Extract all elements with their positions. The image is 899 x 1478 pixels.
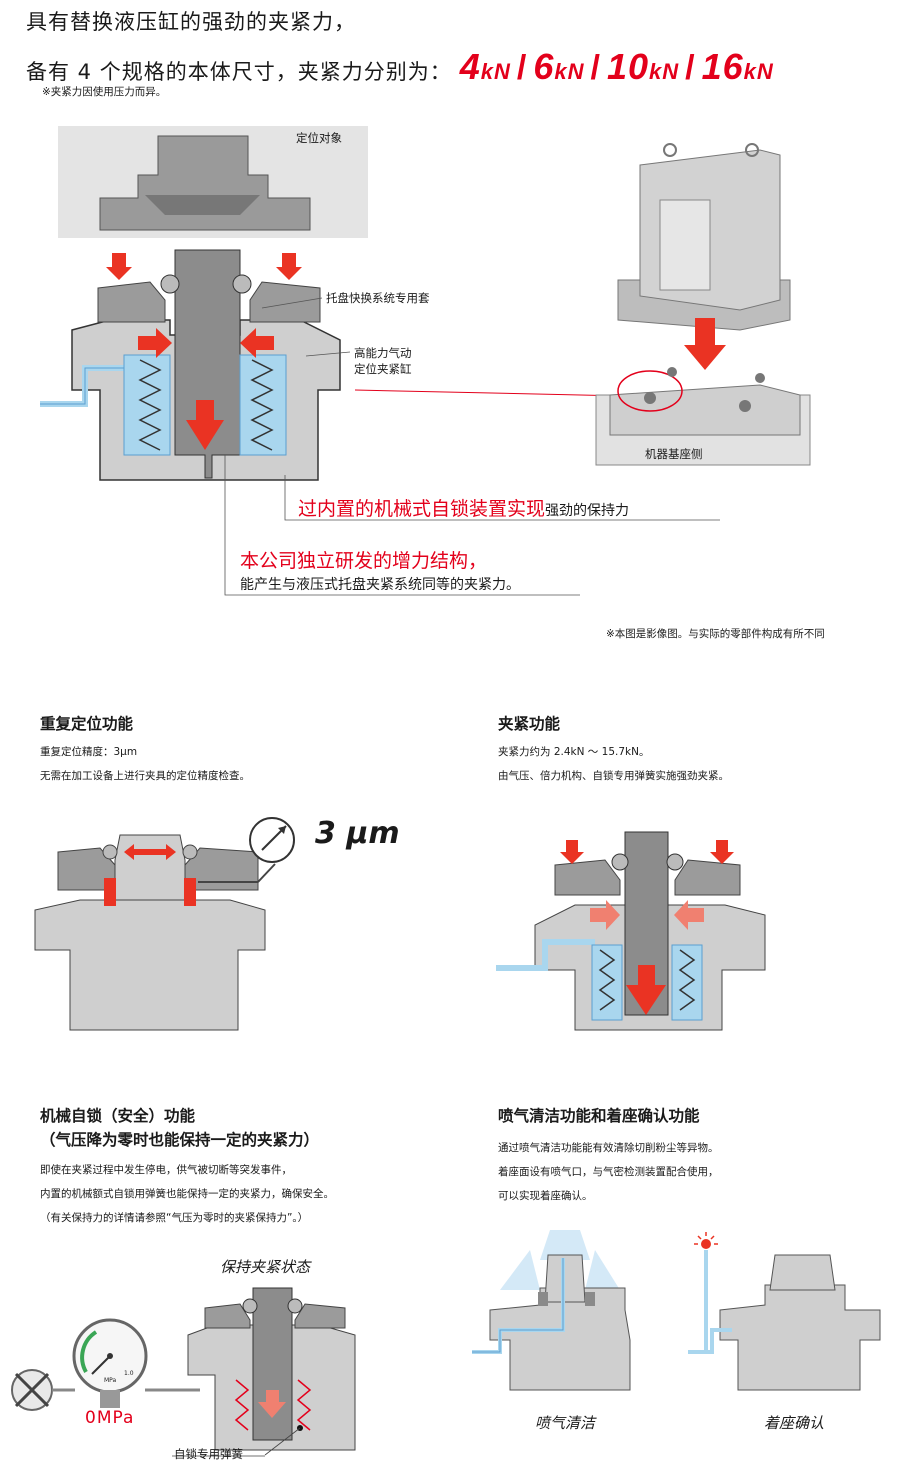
clamp-body-line-1: 夹紧力约为 2.4kN ～ 15.7kN。 xyxy=(498,746,650,758)
air-blow-diagram xyxy=(472,1230,631,1391)
callout-1: 过内置的机械式自锁装置实现强劲的保持力 xyxy=(298,494,629,521)
pallet-sleeve-left xyxy=(97,281,166,323)
seating-confirm-diagram xyxy=(688,1232,881,1391)
target-taper xyxy=(145,195,260,215)
blow-body: 通过喷气清洁功能能有效清除切削粉尘等异物。 着座面设有喷气口，与气密检测装置配合… xyxy=(498,1136,719,1208)
inward-arrow-right xyxy=(240,328,274,358)
force-separator: / xyxy=(516,49,528,87)
spring-label: 自锁专用弹簧 xyxy=(174,1447,243,1461)
lock-title-2: （气压降为零时也能保持一定的夹紧力） xyxy=(40,1131,320,1149)
clamp-title: 夹紧功能 xyxy=(498,715,561,733)
clamp-air-passage xyxy=(496,939,595,971)
clamp-down-arrow xyxy=(186,400,224,450)
lift-eye-left xyxy=(663,143,677,157)
headline-line-2: 备有 4 个规格的本体尺寸，夹紧力分别为： 4kN/6kN/10kN/16kN xyxy=(26,46,774,88)
down-arrow-right xyxy=(276,253,302,280)
force-4-unit: kN xyxy=(743,59,774,84)
force-2-num: 6 xyxy=(533,46,555,87)
force-4-num: 16 xyxy=(701,46,744,87)
callout-2-red: 本公司独立研发的增力结构， xyxy=(240,550,488,572)
blow-title: 喷气清洁功能和着座确认功能 xyxy=(498,1107,700,1125)
zoom-circle xyxy=(617,370,683,412)
lock-ball-right xyxy=(232,274,252,294)
lock-title-1: 机械自锁（安全）功能 xyxy=(40,1107,196,1125)
pallet-down-arrow xyxy=(684,318,726,370)
lock-state-label: 保持夹紧状态 xyxy=(220,1258,311,1276)
gauge-max: 1.0 xyxy=(124,1370,134,1377)
headline-prefix: 备有 4 个规格的本体尺寸，夹紧力分别为： xyxy=(26,60,452,84)
caption-air-blow: 喷气清洁 xyxy=(535,1414,596,1432)
callout-1-black: 强劲的保持力 xyxy=(545,503,630,519)
gauge-reading: 0MPa xyxy=(85,1408,135,1428)
repeat-badge: 3 μm xyxy=(315,816,400,851)
base-plate xyxy=(609,384,801,436)
lock-ball-left xyxy=(160,274,180,294)
force-3-num: 10 xyxy=(606,46,649,87)
blow-body-line-1: 通过喷气清洁功能能有效清除切削粉尘等异物。 xyxy=(498,1142,719,1154)
gauge-unit: MPa xyxy=(104,1377,117,1384)
clamp-body-line-2: 由气压、倍力机构、自锁专用弹簧实施强劲夹紧。 xyxy=(498,770,729,782)
lateral-arrow xyxy=(124,844,176,860)
base-clamp-4 xyxy=(755,373,765,383)
lock-diagram xyxy=(11,1287,356,1457)
repeat-body-line-2: 无需在加工设备上进行夹具的定位精度检查。 xyxy=(40,770,250,782)
zoom-leader-line xyxy=(354,389,626,397)
force-note: ※夹紧力因使用压力而异。 xyxy=(42,86,167,98)
spring-left xyxy=(138,359,162,451)
fixture-window xyxy=(659,199,711,291)
down-arrow-left xyxy=(106,253,132,280)
spring-right xyxy=(250,359,274,451)
spring-chamber-left xyxy=(123,354,171,456)
force-2-unit: kN xyxy=(554,59,585,84)
blow-body-line-3: 可以实现着座确认。 xyxy=(498,1190,593,1202)
repeat-body: 重复定位精度：3μm 无需在加工设备上进行夹具的定位精度检查。 xyxy=(40,740,250,788)
main-cross-section-diagram xyxy=(40,126,811,596)
base-clamp-2 xyxy=(739,400,751,412)
lock-body-line-2: 内置的机械额式自锁用弹簧也能保持一定的夹紧力，确保安全。 xyxy=(40,1188,334,1200)
repeat-body-line-1: 重复定位精度：3μm xyxy=(40,746,138,758)
clamp-body: 夹紧力约为 2.4kN ～ 15.7kN。 由气压、倍力机构、自锁专用弹簧实施强… xyxy=(498,740,729,788)
repeat-diagram xyxy=(34,817,295,1031)
label-sleeve: 托盘快换系统专用套 xyxy=(326,291,430,305)
callout-1-red: 过内置的机械式自锁装置实现 xyxy=(298,498,546,520)
label-cylinder-1: 高能力气动 xyxy=(354,346,412,360)
clamp-diagram xyxy=(496,831,766,1031)
force-3-unit: kN xyxy=(648,59,680,84)
label-cylinder-2: 定位夹紧缸 xyxy=(354,362,412,376)
lock-body-line-1: 即使在夹紧过程中发生停电，供气被切断等突发事件， xyxy=(40,1164,292,1176)
lock-body: 即使在夹紧过程中发生停电，供气被切断等突发事件， 内置的机械额式自锁用弹簧也能保… xyxy=(40,1158,334,1230)
seal-right xyxy=(184,878,196,906)
seating-signal-icon xyxy=(701,1239,711,1249)
inward-arrow-left xyxy=(138,328,172,358)
lock-body-line-3: （有关保持力的详情请参照“气压为零时的夹紧保持力”。） xyxy=(40,1212,309,1224)
label-base: 机器基座侧 xyxy=(645,447,703,461)
blow-seating-diagrams xyxy=(472,1230,881,1391)
blow-body-line-2: 着座面设有喷气口，与气密检测装置配合使用， xyxy=(498,1166,719,1178)
force-values: 4kN/6kN/10kN/16kN xyxy=(460,46,774,88)
repeat-title: 重复定位功能 xyxy=(40,715,134,733)
force-separator: / xyxy=(685,49,696,87)
pallet-sleeve-right xyxy=(249,281,321,323)
callout-2-black: 能产生与液压式托盘夹紧系统同等的夹紧力。 xyxy=(240,577,520,593)
lift-eye-right xyxy=(745,143,759,157)
seal-left xyxy=(104,878,116,906)
image-note: ※本图是影像图。与实际的零部件构成有所不同 xyxy=(606,628,825,640)
force-1-unit: kN xyxy=(480,59,511,84)
base-clamp-1 xyxy=(644,392,656,404)
target-bushing xyxy=(99,135,311,231)
label-target: 定位对象 xyxy=(296,131,342,145)
headline-line-1: 具有替换液压缸的强劲的夹紧力， xyxy=(26,10,356,34)
base-clamp-3 xyxy=(667,367,677,377)
force-separator: / xyxy=(590,49,601,87)
force-1-num: 4 xyxy=(459,46,481,87)
caption-seating: 着座确认 xyxy=(764,1414,825,1432)
